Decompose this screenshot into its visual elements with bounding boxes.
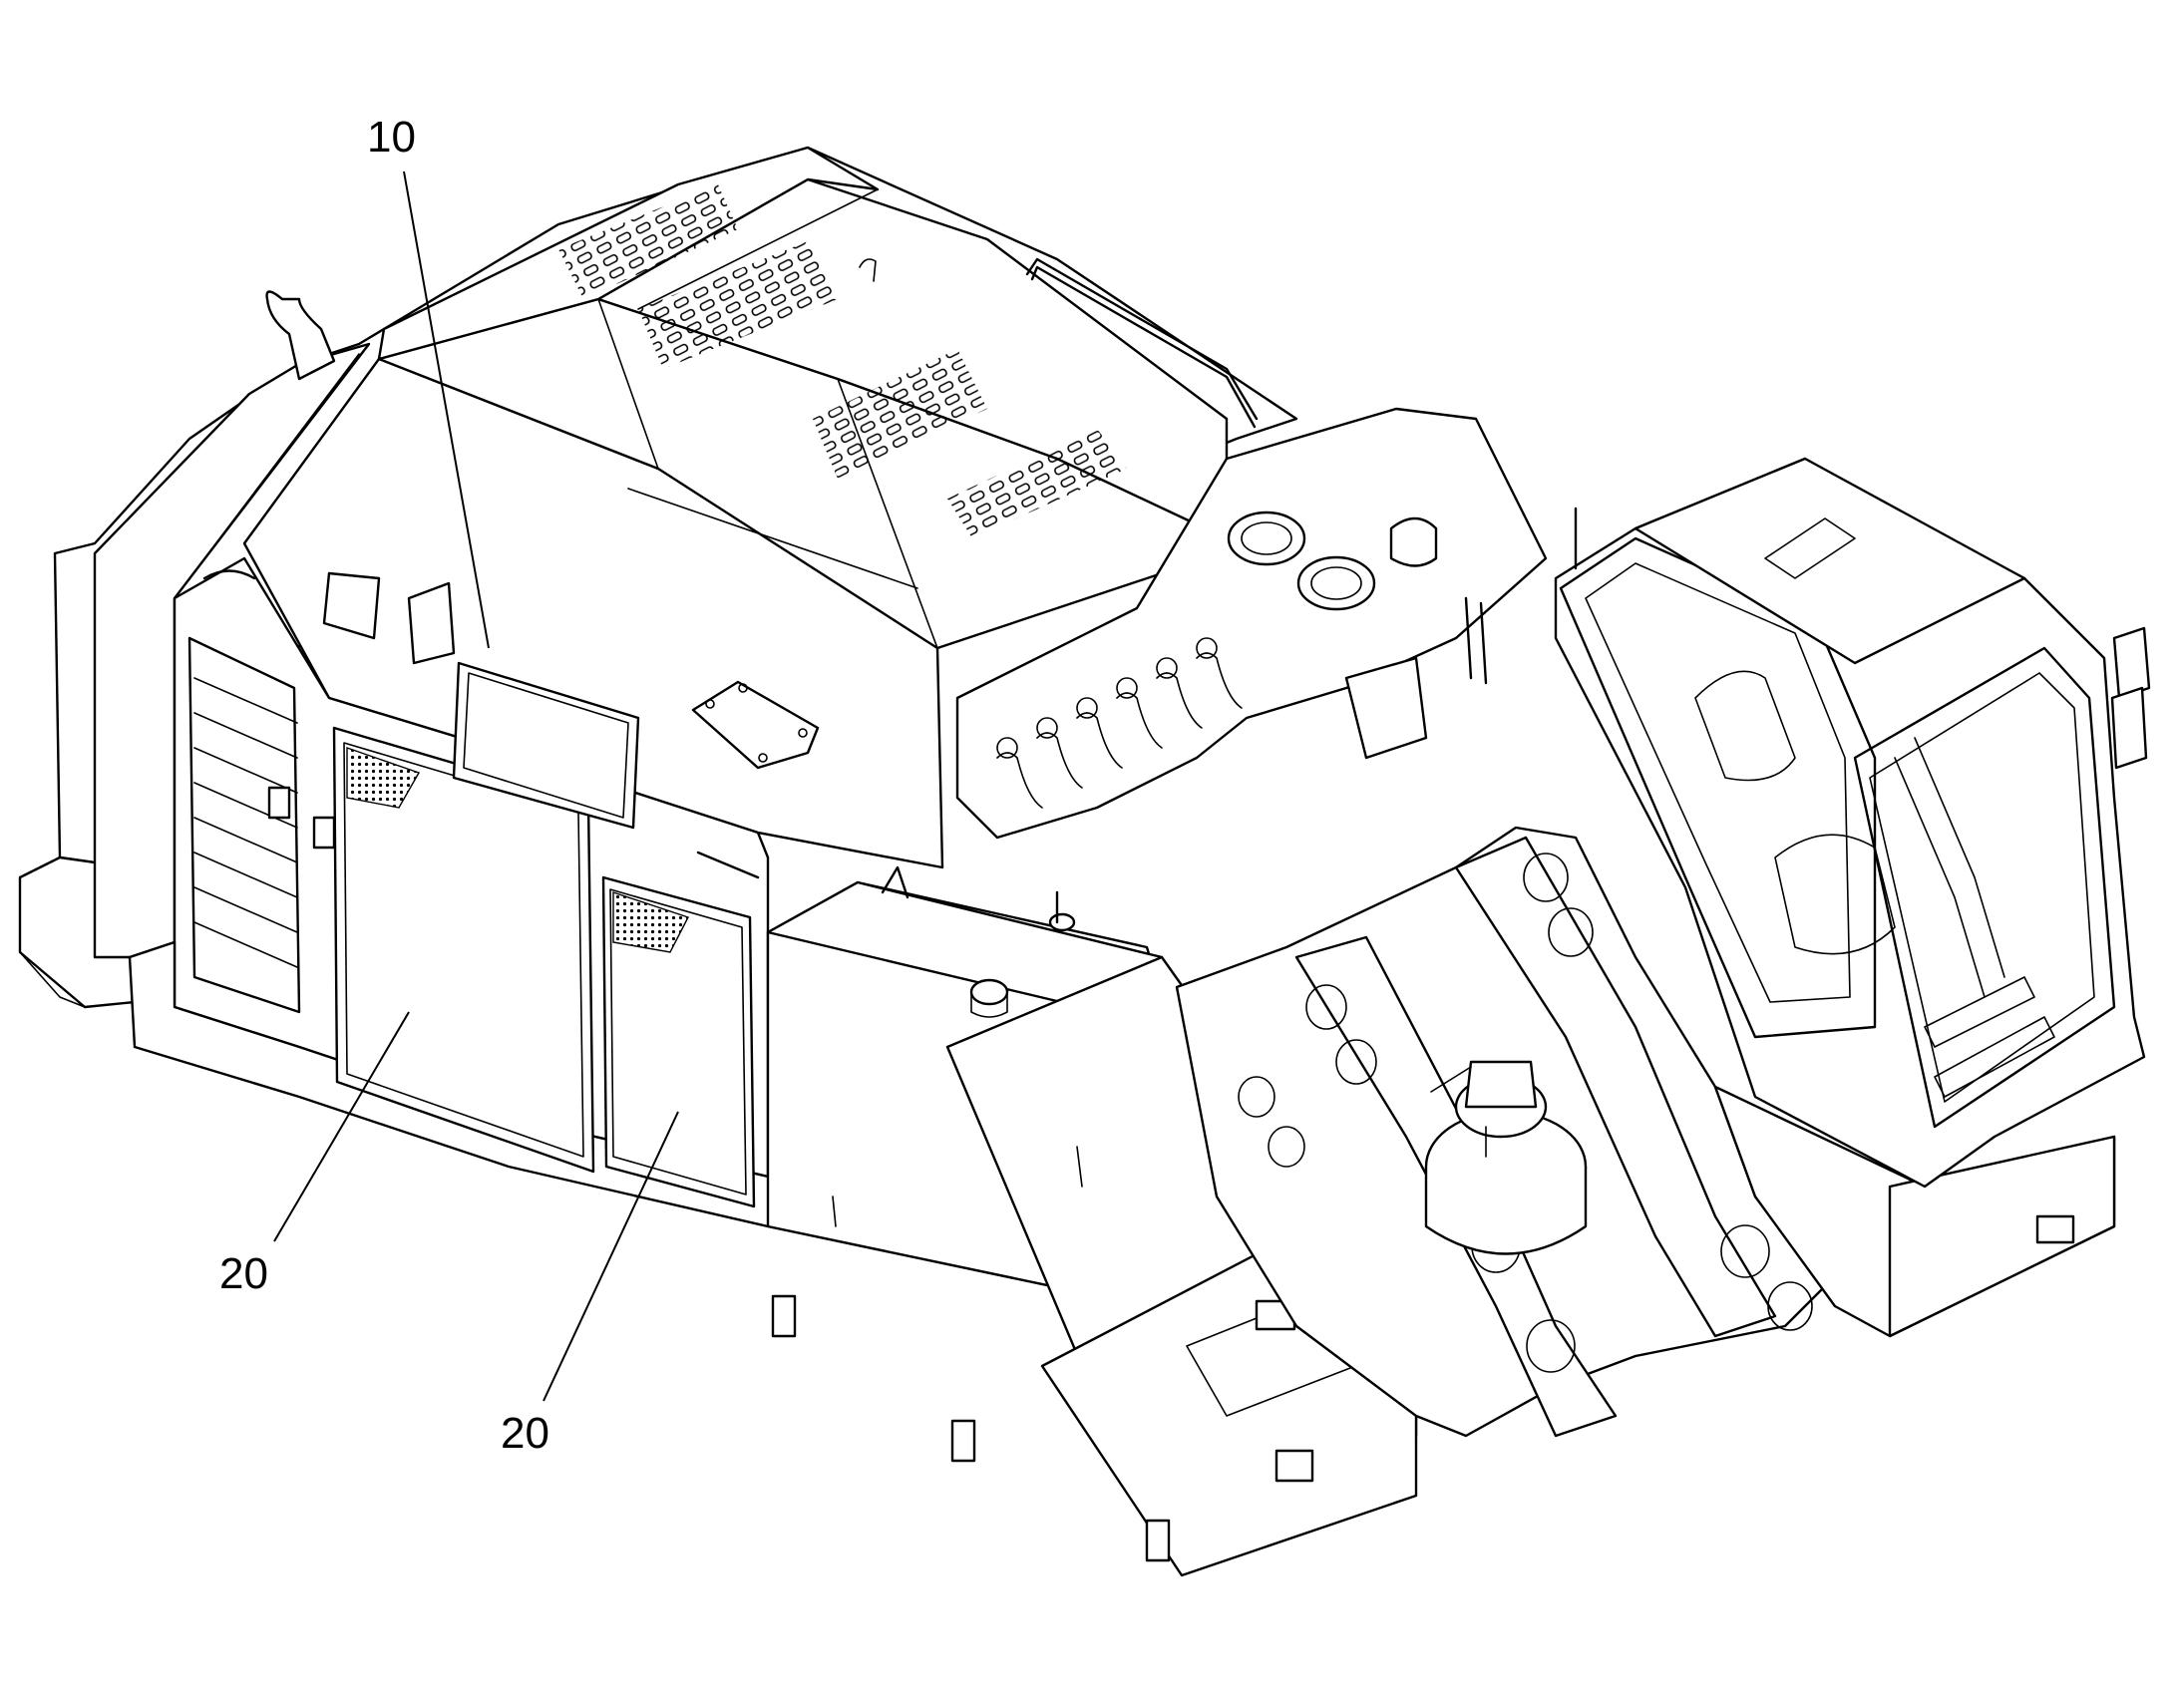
boom-foot bbox=[1175, 826, 1827, 1438]
engine-bay bbox=[955, 407, 1548, 840]
cab-step-plate bbox=[2035, 1214, 2075, 1244]
callout-label-10: 10 bbox=[367, 113, 416, 162]
engine-hood bbox=[18, 146, 1298, 1009]
leader-10 bbox=[403, 171, 490, 649]
callout-label-20-right: 20 bbox=[501, 1409, 549, 1458]
leader-20a bbox=[273, 1011, 410, 1242]
leader-20b bbox=[543, 1111, 679, 1402]
operator-cab bbox=[1554, 457, 2151, 1338]
callout-leaders bbox=[273, 171, 679, 1402]
callout-label-20-left: 20 bbox=[219, 1249, 268, 1298]
